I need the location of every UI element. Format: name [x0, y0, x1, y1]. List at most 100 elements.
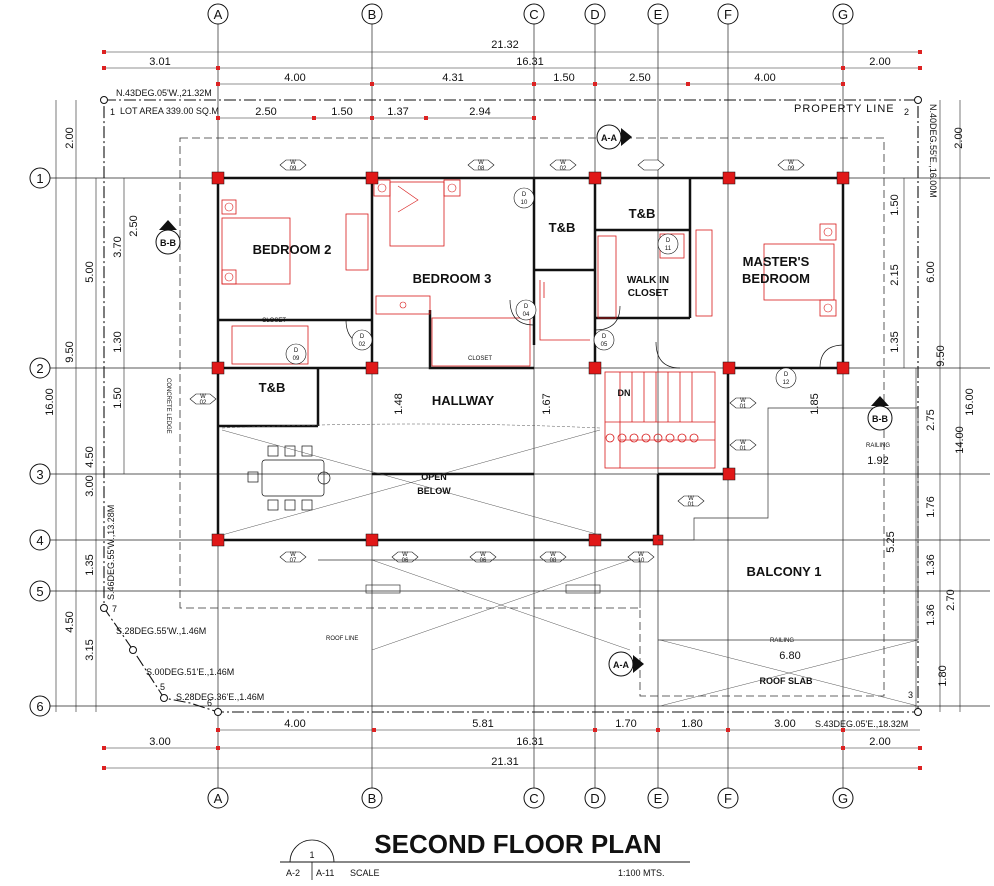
door-tags: [285, 187, 797, 389]
window-w07-letter: W: [290, 552, 296, 558]
bottom-dimension-lines: [104, 729, 920, 769]
dim-right-outer-2: 1.76: [925, 496, 937, 517]
col-label-g-bottom: G: [838, 791, 848, 806]
door-d02-letter: D: [360, 334, 365, 340]
room-walk-in-1: WALK IN: [627, 275, 669, 286]
dim-left-inner-4: 3.00: [84, 475, 96, 496]
right-dimension-values: 16.00 14.00 6.00 9.50 2.00 2.75 1.76 1.3…: [779, 127, 976, 686]
dim-left-inner-1: 3.70: [112, 236, 124, 257]
dim-right-inner-2: 2.15: [889, 264, 901, 285]
ref-sheet-right: A-11: [316, 868, 334, 878]
dim-bottom-overall: 21.31: [491, 756, 519, 768]
room-roof-slab: ROOF SLAB: [760, 676, 813, 686]
room-open-below-2: BELOW: [417, 486, 451, 496]
room-walk-in-2: CLOSET: [628, 288, 669, 299]
col-label-b-top: B: [368, 7, 377, 22]
lot-area: LOT AREA 339.00 SQ.M: [120, 106, 219, 116]
window-w02-b-letter: W: [200, 394, 206, 400]
property-line-label: PROPERTY LINE: [794, 103, 895, 115]
railing-label-2: RAILING: [866, 443, 890, 449]
room-balcony: BALCONY 1: [747, 564, 822, 579]
col-label-a-top: A: [214, 7, 223, 22]
section-aa-bottom: A-A: [613, 660, 629, 670]
corner-3: 3: [908, 690, 913, 700]
window-tags: [189, 159, 805, 563]
window-w10-letter: W: [638, 552, 644, 558]
dim-bottom-bay-1: 4.00: [284, 718, 305, 730]
col-label-d-bottom: D: [590, 791, 599, 806]
dim-left-inner-5: 3.15: [84, 639, 96, 660]
lot-bearing-top: N.43DEG.05'W.,21.32M: [116, 88, 212, 98]
stair-dn-label: DN: [618, 388, 631, 398]
dim-bottom-bay-2: 5.81: [472, 718, 493, 730]
open-below-lines: [221, 423, 919, 707]
column-bubbles-top: [207, 3, 854, 25]
lot-corners: [100, 96, 922, 716]
window-w09-b-letter: W: [788, 160, 794, 166]
row-label-4: 4: [36, 533, 43, 548]
dim-bottom-right: 2.00: [869, 736, 890, 748]
dim-top-bay-5: 4.00: [754, 72, 775, 84]
roof-outline: [179, 137, 885, 697]
scale-label: SCALE: [350, 868, 380, 878]
dim-left-outer-2: 5.00: [84, 261, 96, 282]
door-d10-letter: D: [522, 192, 527, 198]
room-tb-right: T&B: [629, 206, 656, 221]
dim-right-nine: 9.50: [935, 345, 947, 366]
dim-left-mid: 9.50: [64, 341, 76, 362]
dim-top-right: 2.00: [869, 56, 890, 68]
room-masters-line-1: MASTER'S: [743, 254, 810, 269]
door-d04-letter: D: [524, 304, 529, 310]
window-w06-a-num: 06: [402, 558, 409, 564]
window-w08-b-num: 08: [550, 558, 557, 564]
door-d04-num: 04: [523, 312, 530, 318]
window-w01-b-num: 01: [740, 446, 747, 452]
dim-top-overall: 21.32: [491, 39, 519, 51]
col-label-d-top: D: [590, 7, 599, 22]
top-dimension-lines: [104, 51, 920, 119]
dim-right-outer-3: 1.36: [925, 554, 937, 575]
dim-balcony-depth: 5.25: [885, 531, 897, 552]
dim-stair-width: 1.92: [867, 455, 888, 467]
lot-bearing-5: S.28DEG.36'E.,1.46M: [176, 692, 264, 702]
window-tag-text: W09 W08 W02 W09 W07 W06 W06 W08 W10 W01 …: [200, 160, 795, 564]
section-aa-top: A-A: [601, 133, 617, 143]
dim-right-mid: 14.00: [954, 426, 966, 454]
closet-label-1: CLOSET: [262, 318, 286, 324]
dining-table: [247, 445, 331, 511]
lot-bearing-7: S.28DEG.55'W.,1.46M: [116, 626, 206, 636]
dim-left-inner-2: 1.30: [112, 331, 124, 352]
section-arrows: [159, 128, 889, 673]
window-w09-a-num: 09: [290, 166, 297, 172]
corner-1: 1: [110, 107, 115, 117]
small-labels: CLOSET CLOSET ROOF LINE RAILING RAILING …: [165, 318, 890, 644]
window-w10-num: 10: [638, 558, 645, 564]
row-label-2: 2: [36, 361, 43, 376]
room-hallway: HALLWAY: [432, 393, 495, 408]
column-labels-top: A B C D E F G: [214, 7, 848, 22]
window-w01-a-letter: W: [740, 398, 746, 404]
room-bedroom-2: BEDROOM 2: [253, 242, 332, 257]
section-labels: A-A A-A B-B B-B: [160, 133, 888, 670]
dim-left-outer-4: 1.35: [84, 554, 96, 575]
dim-top-bay-2: 4.31: [442, 72, 463, 84]
lot-bearing-bottom: S.43DEG.05'E.,18.32M: [815, 719, 908, 729]
window-w08-a-num: 08: [478, 166, 485, 172]
col-label-b-bottom: B: [368, 791, 377, 806]
title-block: SECOND FLOOR PLAN 1 A-2 A-11 SCALE 1:100…: [280, 829, 690, 880]
top-dimension-values: 21.32 3.01 16.31 2.00 4.00 4.31 1.50 2.5…: [149, 39, 890, 118]
col-label-c-bottom: C: [529, 791, 538, 806]
room-tb-left: T&B: [259, 380, 286, 395]
dim-right-outer-5: 1.36: [925, 604, 937, 625]
column-labels-bottom: A B C D E F G: [214, 791, 848, 806]
door-d09-num: 09: [293, 356, 300, 362]
window-w02-a-letter: W: [560, 160, 566, 166]
bottom-dimension-values: 4.00 5.81 1.70 1.80 3.00 3.00 16.31 2.00…: [149, 718, 890, 768]
balcony-outline: [318, 407, 919, 641]
window-w02-a-num: 02: [560, 166, 567, 172]
bottom-dimension-ticks: [102, 728, 922, 770]
right-dimension-lines: [903, 100, 961, 712]
dim-left-outer-1: 2.00: [64, 127, 76, 148]
closet-label-2: CLOSET: [468, 356, 492, 362]
